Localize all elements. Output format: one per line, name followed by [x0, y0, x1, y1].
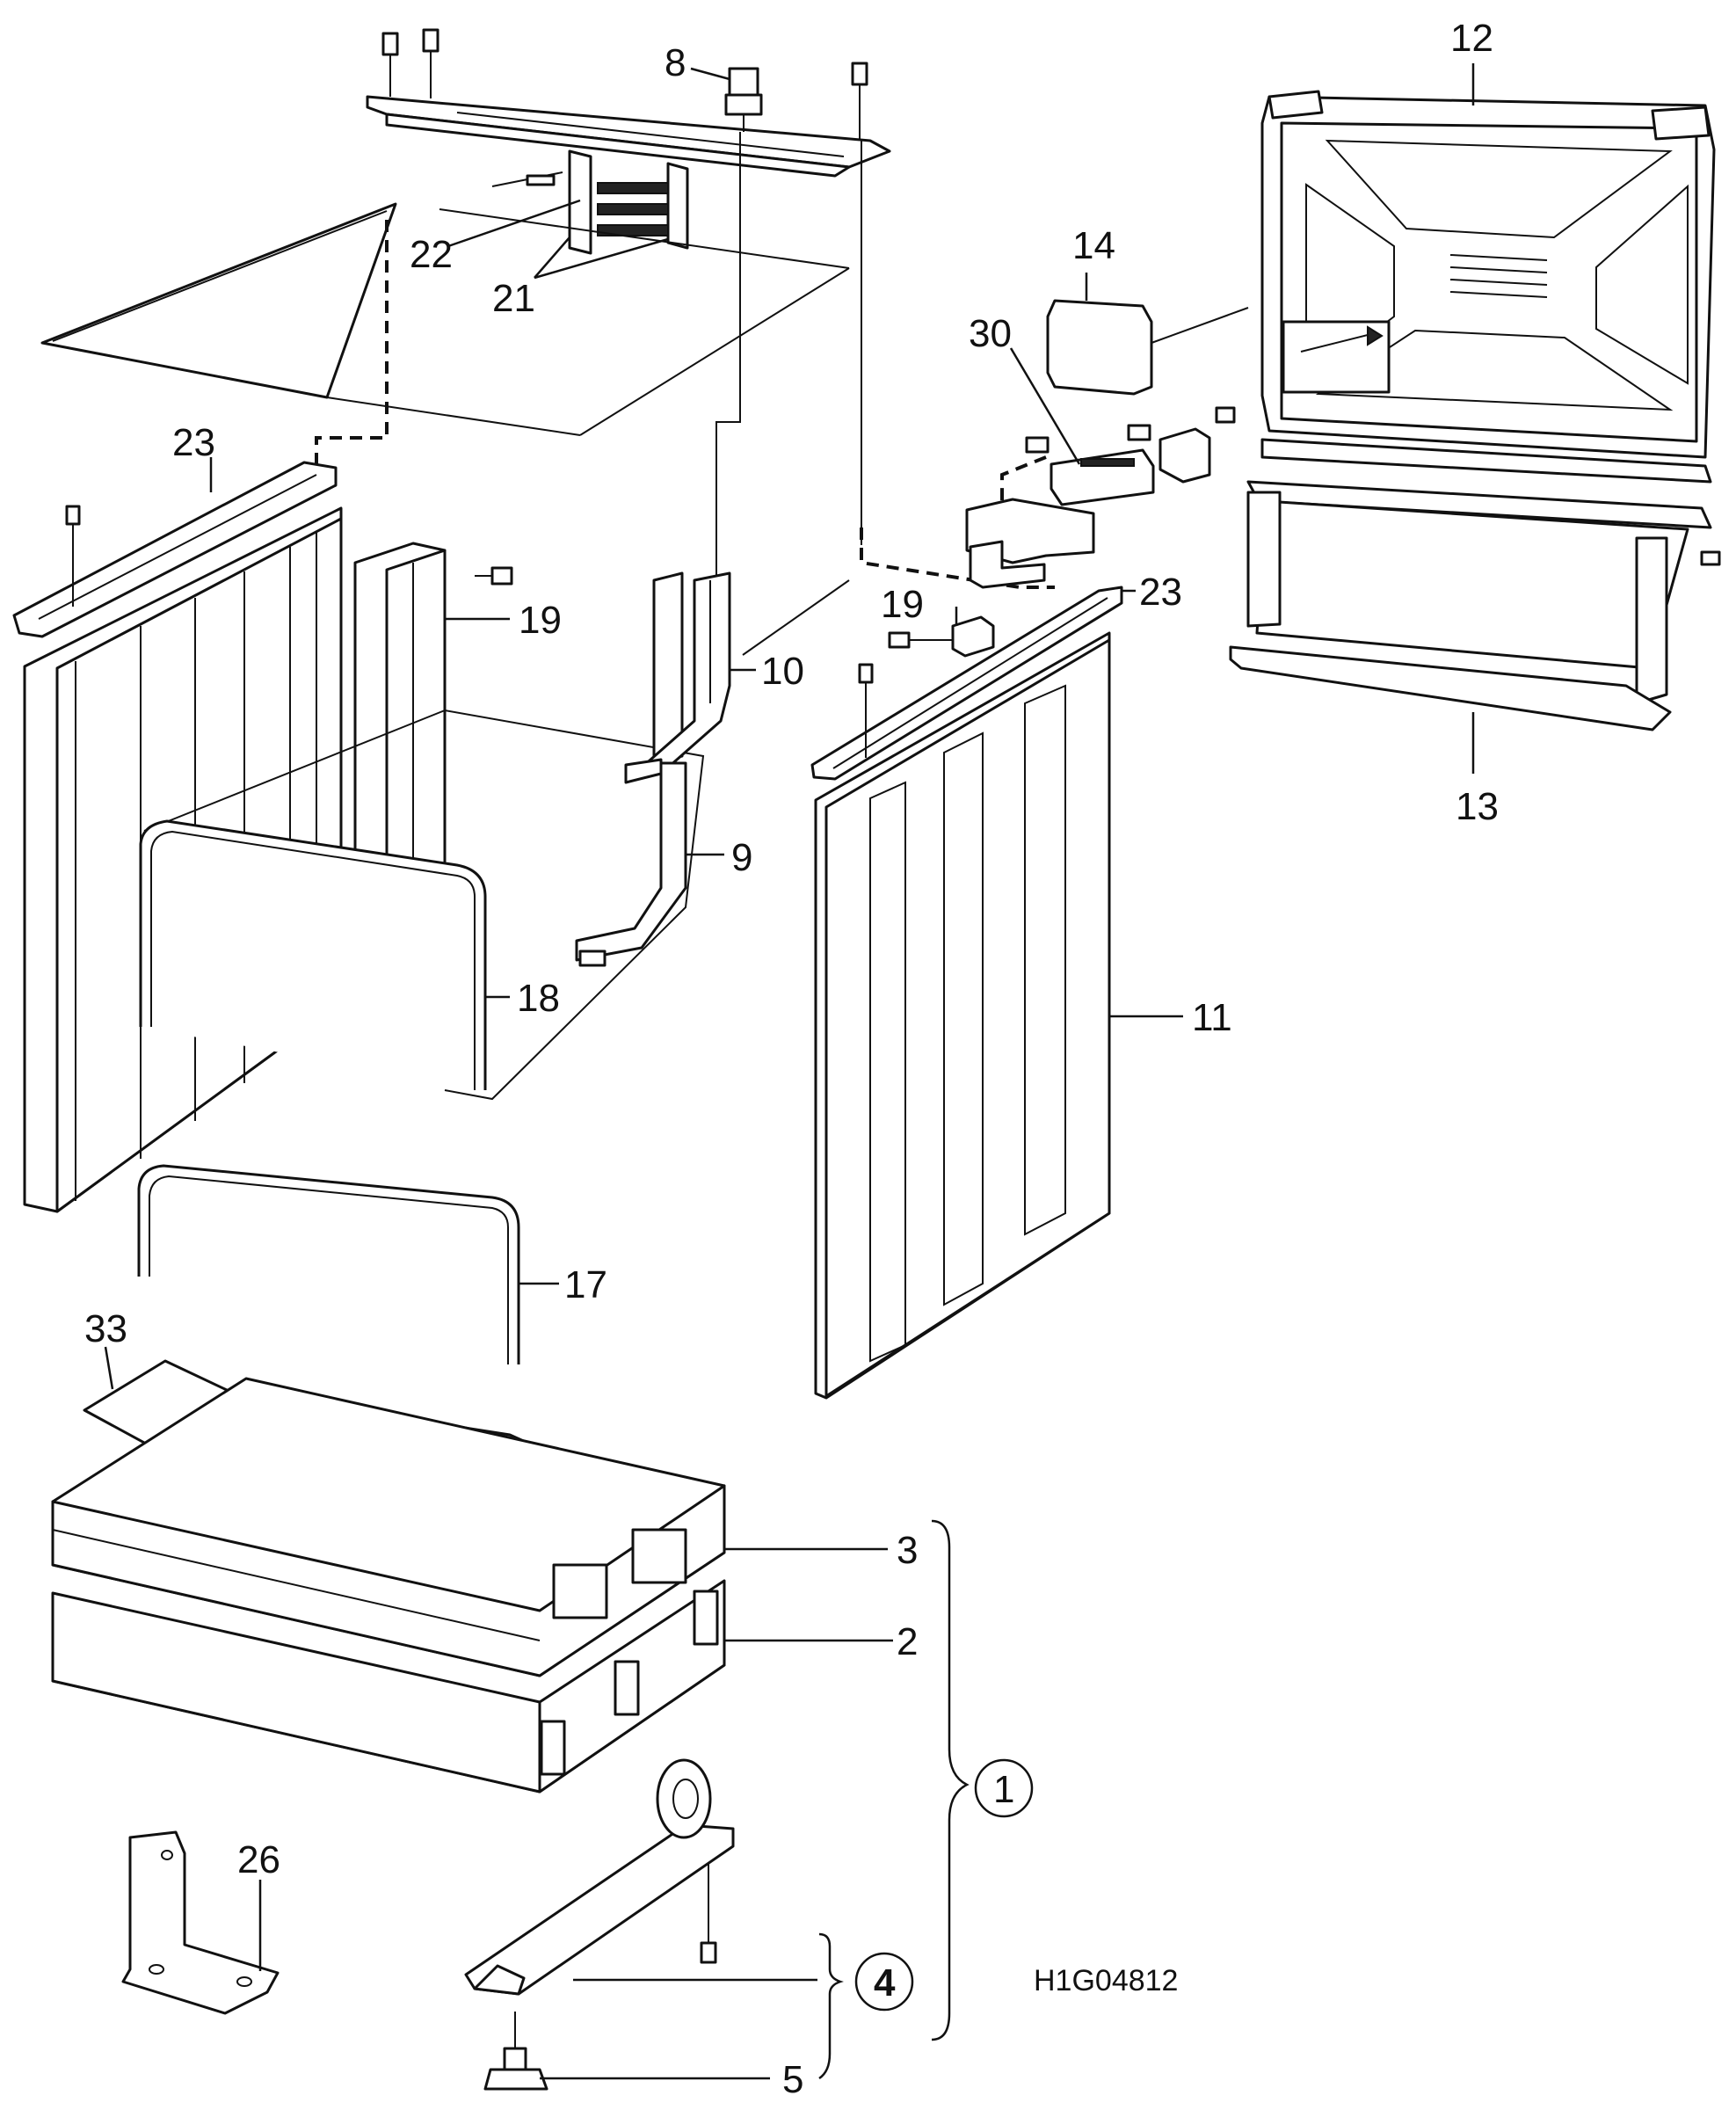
label-3: 3 — [897, 1529, 918, 1572]
label-13: 13 — [1456, 785, 1499, 828]
screw-icon — [1700, 550, 1721, 566]
label-26: 26 — [237, 1838, 280, 1881]
vent-grille — [1449, 254, 1548, 298]
part-3-base-frame — [51, 1377, 726, 1677]
screw-icon — [700, 1864, 717, 1964]
part-23-right-rail — [810, 586, 1123, 781]
label-4: 4 — [874, 1961, 896, 2004]
part-14-control-board — [1046, 299, 1249, 396]
label-23-right: 23 — [1139, 571, 1182, 614]
screw-icon — [888, 631, 953, 649]
label-10: 10 — [761, 650, 804, 693]
part-12-back-panel — [1260, 90, 1716, 459]
label-2: 2 — [897, 1620, 918, 1663]
part-17-seal — [137, 1164, 520, 1364]
part-21-bracket — [491, 149, 689, 255]
screw-icon — [422, 28, 439, 98]
part-11-right-side-panel — [814, 631, 1111, 1400]
wheel-icon — [656, 1758, 712, 1839]
label-11: 11 — [1192, 996, 1232, 1039]
label-19-left: 19 — [519, 599, 562, 642]
label-19-right: 19 — [881, 583, 924, 626]
label-17: 17 — [564, 1263, 607, 1306]
part-8-clip — [724, 67, 763, 132]
label-30: 30 — [969, 312, 1012, 355]
part-26-corner-bracket — [121, 1830, 280, 2015]
dashed-guide-30 — [1000, 455, 1047, 510]
label-33: 33 — [84, 1307, 127, 1350]
drawing-code: H1G04812 — [1034, 1964, 1178, 1997]
callout-circle-1 — [974, 1758, 1034, 1818]
label-1: 1 — [993, 1768, 1014, 1811]
bracket-brace-1 — [931, 1519, 970, 2041]
mounting-bracket — [965, 498, 1095, 589]
part-19-right-bracket — [888, 615, 995, 658]
screw-icon — [1025, 436, 1050, 454]
top-rail — [366, 28, 891, 178]
screw-icon — [1127, 424, 1151, 441]
label-21: 21 — [492, 277, 535, 320]
assembly-guide-lines — [326, 132, 862, 656]
screw-icon — [1215, 406, 1236, 424]
dashed-guide-right — [860, 528, 1055, 589]
part-30-terminal-block — [1025, 406, 1236, 506]
part-5-adjustable-foot — [483, 2012, 548, 2091]
screw-icon — [65, 505, 81, 607]
screw-icon — [851, 62, 868, 141]
label-5: 5 — [782, 2058, 803, 2101]
screw-icon — [381, 32, 399, 97]
part-2-plinth — [51, 1579, 726, 1794]
label-14: 14 — [1072, 224, 1115, 267]
part-18-door-seal — [139, 819, 487, 1090]
part-9-rail — [575, 758, 687, 967]
dashed-guide-left — [315, 220, 389, 475]
part-23-left-rail — [12, 461, 338, 638]
part-10-rail — [633, 571, 731, 775]
top-glass-panel — [40, 202, 397, 399]
screw-icon — [475, 566, 513, 586]
screw-icon — [858, 663, 874, 758]
label-22: 22 — [410, 233, 453, 276]
oven-cavity — [143, 709, 705, 1101]
label-8: 8 — [665, 41, 686, 84]
bracket-brace-4 — [818, 1932, 844, 2080]
label-18: 18 — [517, 977, 560, 1020]
part-4-foot-rail — [464, 1758, 735, 1996]
callout-circle-4 — [854, 1952, 914, 2012]
label-9: 9 — [731, 836, 752, 879]
leader-lines — [104, 63, 1475, 2080]
label-12: 12 — [1450, 17, 1493, 60]
label-23-left: 23 — [172, 421, 215, 464]
part-13-lower-tray — [1229, 438, 1721, 731]
